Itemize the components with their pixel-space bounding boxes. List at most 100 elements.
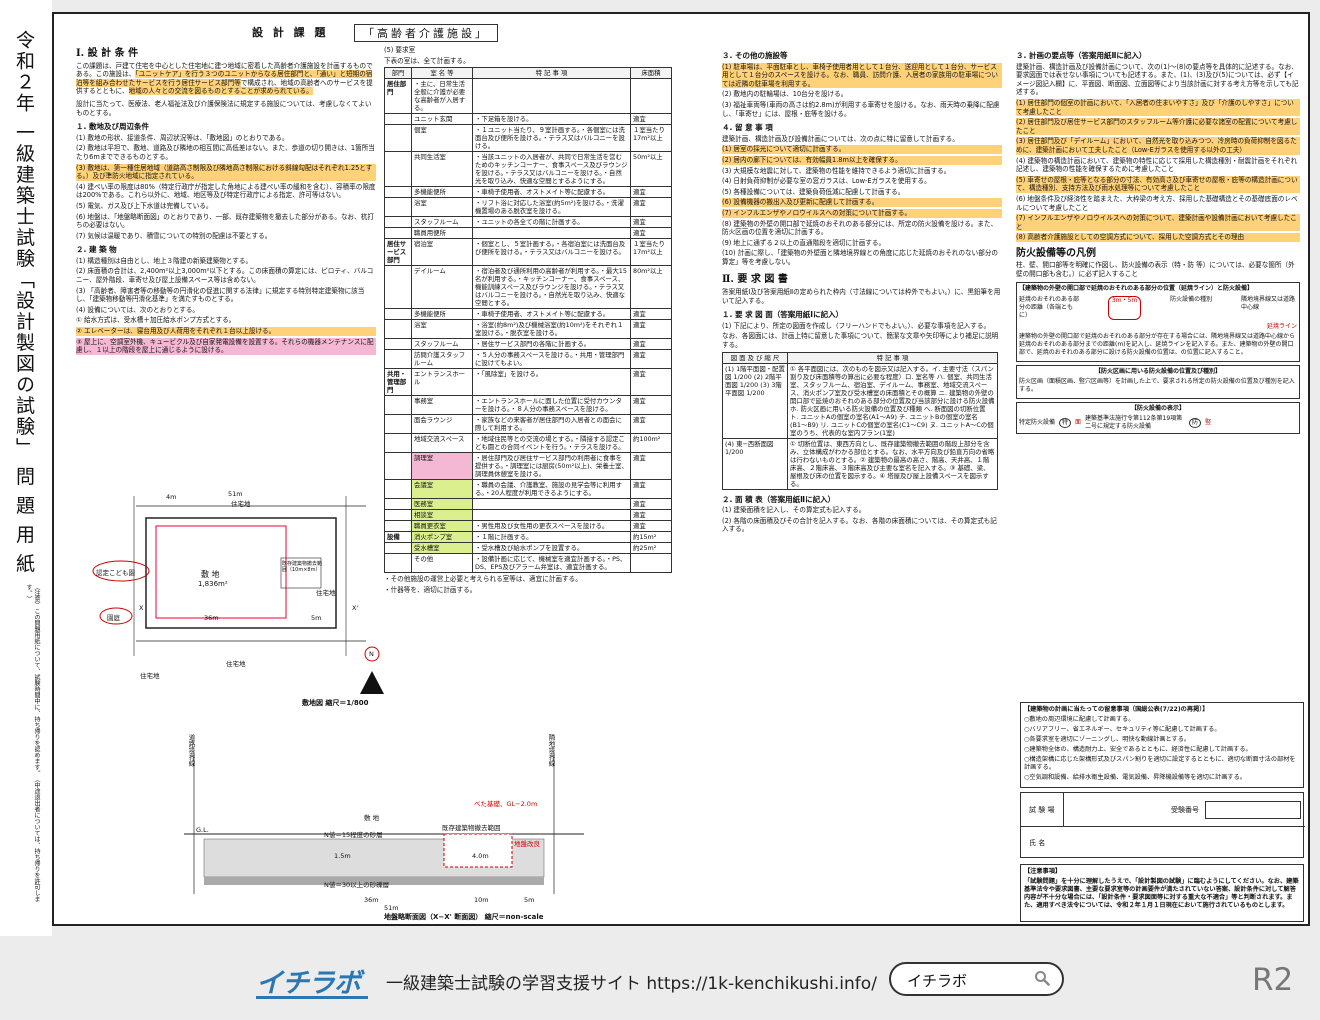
- room-row: スタッフルーム・居住サービス部門の各階に計画する。適宜: [384, 338, 672, 351]
- ground-section: [184, 754, 584, 894]
- facility-heading: ３. その他の施設等: [722, 51, 788, 60]
- room-cell-dept: [384, 498, 412, 511]
- planning-item: ○敷地の周辺環境に配慮して計画する。: [1024, 716, 1135, 723]
- room-cell-dept: 居住サービス部門: [384, 238, 412, 267]
- site-item: (6) 地盤は、「地盤略断面図」のとおりであり、一部、既存建築物を撤去した部分が…: [76, 212, 374, 230]
- logo[interactable]: イチラボ: [256, 968, 361, 999]
- notes-item: (8) 建築物の外壁の開口部で延焼のおそれのある部分には、所定の防火設備を設ける…: [722, 219, 998, 237]
- drawings-heading: １. 要 求 図 面（答案用紙Ⅰに記入）: [722, 310, 844, 320]
- fire-box1-title: 【建築物の外壁の開口部で延焼のおそれのある部分の位置（延焼ライン）と防火設備】: [1019, 284, 1254, 292]
- room-row: 浴室・浴室(約8m²)及び機械浴室(約10m²)をそれぞれ１室設ける。・脱衣室を…: [384, 319, 672, 340]
- intro-highlight2: 地域の人々との交流を図るものとすることが求められている。: [128, 87, 313, 96]
- facility-item: (1) 駐車場は、平面駐車とし、車椅子使用者用として１台分、送迎用として１台分、…: [722, 62, 1002, 89]
- rooms-foot: ・什器等を、適切に計画する。: [384, 585, 477, 594]
- room-row: その他・設備計画に応じて、機械室を適宜計画する。・PS、DS、EPS及びアラーム…: [384, 553, 672, 574]
- fire-mark: 建築基準法施行令第112条第19項第二号に規定する防火設備: [1085, 414, 1183, 430]
- caution-box: 【注意事項】 「試験問題」を十分に理解したうえで、「設計製図の試験」に臨むように…: [1020, 864, 1304, 922]
- room-cell-room: 訪問介護スタッフルーム: [411, 349, 473, 370]
- section-dim: 5m: [524, 896, 535, 904]
- building-item: (3) 「高齢者、障害者等の移動等の円滑化の促進に関する法律」に規定する特別特定…: [76, 286, 365, 304]
- room-cell-note: ・車椅子使用者、オストメイト等に配慮する。: [472, 186, 631, 199]
- room-cell-area: 適宜: [630, 368, 672, 397]
- room-row: 面会ラウンジ・家族などの来客者が居住部門の入居者との面会に際して利用する。適宜: [384, 414, 672, 435]
- site-list: (1) 敷地の形状、接道条件、周辺状況等は、「敷地図」のとおりである。 (2) …: [76, 134, 376, 241]
- label-residential-e: 住宅地: [316, 589, 336, 597]
- section-neighbor: 隣地境界線: [547, 734, 555, 767]
- room-cell-room: スタッフルーム: [411, 338, 473, 351]
- room-cell-area: 適宜: [630, 452, 672, 481]
- points-item: (6) 地盤条件及び経済性を踏まえた、大枠梁の考え方、採用した基礎構造とその基礎…: [1016, 194, 1298, 212]
- notes-intro: 建築計画、構造計画及び設備計画については、次の点に特に留意して計画する。: [722, 134, 959, 143]
- section-dim: 51m: [384, 904, 399, 912]
- search-icon[interactable]: [1034, 970, 1050, 986]
- fire-title: 防火設備等の凡例: [1016, 247, 1096, 259]
- label-residential: 住宅地: [231, 500, 251, 508]
- room-cell-area: 適宜: [630, 113, 672, 126]
- label-x: X: [139, 604, 144, 612]
- drawing-spec: ① 切断位置は、東西方向とし、既存建築物撤去範囲の階段上部分を含み、立体構成がわ…: [787, 437, 998, 490]
- room-cell-dept: [384, 319, 412, 340]
- fire-label: 延焼ライン: [1266, 322, 1297, 330]
- drawing-name: (1) 1階平面図・配置図 1/200 (2) 2階平面図 1/200 (3) …: [722, 362, 788, 439]
- room-cell-area: 適宜: [630, 509, 672, 522]
- site-item: (4) 建ぺい率の限度は80%（特定行政庁が指定した角地による建ぺい率の緩和を含…: [76, 182, 376, 200]
- room-cell-note: ・受水槽及び給水ポンプを設置する。: [472, 542, 631, 555]
- col1-conditions: Ⅰ. 設 計 条 件 この課題は、戸建て住宅を中心とした住宅地に建つ地域に密着し…: [76, 46, 376, 476]
- room-cell-dept: [384, 113, 412, 126]
- room-cell-note: [472, 509, 631, 522]
- exam-no-field[interactable]: [1205, 801, 1301, 819]
- room-cell-area: 適宜: [630, 308, 672, 321]
- section-dim: 1.5m: [334, 852, 351, 860]
- room-cell-room: 浴室: [411, 197, 473, 218]
- building-item: ② エレベーターは、寝台用及び人荷用をそれぞれ１台以上設ける。: [76, 327, 376, 336]
- search-box[interactable]: イチラボ: [889, 962, 1064, 996]
- label-residential-w: 住宅地: [140, 672, 160, 680]
- intro: この課題は、戸建て住宅を中心とした住宅地に建つ地域に密着した高齢者介護施設を計画…: [76, 62, 376, 96]
- room-row: 設備消火ポンプ室・１階に計画する。約15m²: [384, 531, 672, 544]
- col-dept: 部門: [384, 67, 412, 80]
- room-cell-room: 面会ラウンジ: [411, 414, 473, 435]
- room-cell-dept: 設備: [384, 531, 412, 544]
- room-cell-dept: [384, 479, 412, 500]
- room-row: 職員用便所適宜: [384, 227, 672, 240]
- planning-item: ○構造架構に応じた架構形式及びスパン割りを適切に設定するとともに、適切な断面寸法…: [1024, 756, 1296, 771]
- fire-label: 隣地境界線又は道路中心線: [1240, 295, 1295, 311]
- side-strip: 令和２年 一級建築士試験「設計製図の試験」 問 題 用 紙 （注意）この問題用紙…: [0, 0, 52, 936]
- tagline[interactable]: 一級建築士試験の学習支援サイト https://1k-kenchikushi.i…: [386, 974, 877, 994]
- room-cell-note: ・５人分の事務スペースを設ける。・共用・管理部門に設けてもよい。: [472, 349, 631, 370]
- label-x2: X': [352, 604, 359, 612]
- room-cell-room: 受水槽室: [411, 542, 473, 555]
- room-row: 調理室・居住部門及び居住サービス部門の利用者に食事を提供する。・調理室には厨房(…: [384, 452, 672, 481]
- label-kids: 認定こども園: [96, 569, 135, 577]
- north-arrow: [360, 671, 384, 694]
- search-input[interactable]: イチラボ: [907, 972, 968, 990]
- fire-marks: 特定防火設備 特 面 建築基準法施行令第112条第19項第二号に規定する防火設備…: [1019, 415, 1297, 431]
- room-row: 会議室・職員の会議、介護教室、施設の見学会等に利用する。・20人程度が利用できる…: [384, 479, 672, 500]
- section-caption: 地盤略断面図（X−X' 断面図） 縮尺＝non-scale: [384, 913, 544, 921]
- room-cell-room: 医務室: [411, 498, 473, 511]
- section-base-note: べた基礎、GL−2.0m: [474, 800, 538, 808]
- room-row: 共用・管理部門エントランスホール・「風除室」を設ける。適宜: [384, 368, 672, 397]
- room-cell-note: ・職員の会議、介護教室、施設の見学会等に利用する。・20人程度が利用できるように…: [472, 479, 631, 500]
- intro-b: で構成され、地域の高齢者へのサービスを提供するとともに、: [76, 78, 373, 96]
- room-cell-area: 80m²以上: [630, 265, 672, 310]
- room-cell-room: デイルーム: [411, 265, 473, 310]
- dim-5m: 5m: [311, 614, 322, 622]
- room-cell-area: 約100m²: [630, 433, 672, 454]
- fire-box2-text: 防火区画（面積区画、竪穴区画等）を計画した上で、要求される所定の防火設備の位置及…: [1019, 377, 1295, 393]
- room-cell-dept: [384, 124, 412, 153]
- room-cell-note: ・「風除室」を設ける。: [472, 368, 631, 397]
- room-row: 多機能便所・車椅子使用者、オストメイト等に配慮する。適宜: [384, 186, 672, 199]
- section-dim: 10m: [474, 896, 489, 904]
- fire-box2-title: 【防火区画に用いる防火設備の位置及び種別】: [1094, 367, 1221, 375]
- room-cell-note: ・１階に計画する。: [472, 531, 631, 544]
- room-cell-area: 適宜: [630, 227, 672, 240]
- name-field[interactable]: [1063, 826, 1303, 857]
- col-drawing: 図 面 及 び 縮 尺: [722, 351, 788, 364]
- points-heading: ３. 計画の要点等（答案用紙Ⅱに記入）: [1016, 51, 1147, 60]
- building-item: (4) 設備については、次のとおりとする。: [76, 305, 200, 314]
- site-setback: [155, 525, 287, 619]
- room-row: ユニット玄関・下足箱を設ける。適宜: [384, 113, 672, 126]
- section2-heading: Ⅱ. 要 求 図 書: [722, 274, 788, 286]
- room-cell-note: ・エントランスホールに面した位置に受付カウンターを設ける。・８人分の事務スペース…: [472, 395, 631, 416]
